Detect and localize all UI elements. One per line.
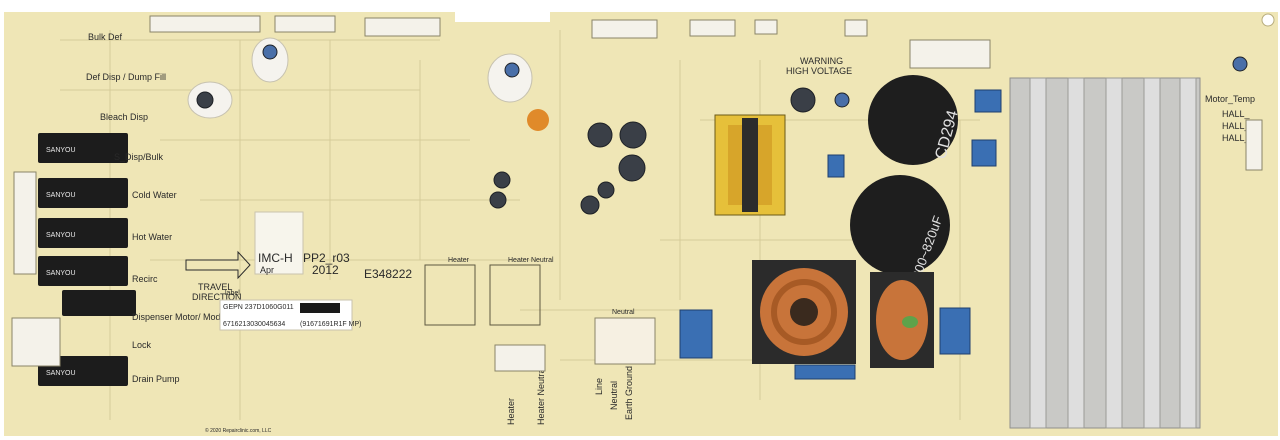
barcode-label: label GEPN 237D1060G011 6716213030045634…	[219, 290, 361, 331]
svg-text:Neutral: Neutral	[609, 381, 619, 410]
svg-text:S_Disp/Bulk: S_Disp/Bulk	[114, 152, 164, 162]
orange-capacitor	[527, 109, 549, 131]
svg-text:Apr: Apr	[260, 265, 274, 275]
board-notch	[455, 0, 550, 22]
year-text: 2012	[312, 263, 339, 277]
svg-text:HIGH VOLTAGE: HIGH VOLTAGE	[786, 66, 852, 76]
version-text: PP2_r03	[303, 251, 350, 265]
film-capacitors	[679, 89, 1002, 380]
svg-text:Neutral: Neutral	[612, 309, 635, 316]
heater-connector	[494, 344, 546, 372]
relay-brand-text: SANYOU SANYOU SANYOU SANYOU SANYOU	[46, 147, 76, 377]
svg-text:Cold Water: Cold Water	[132, 190, 177, 200]
svg-text:TRAVEL: TRAVEL	[198, 282, 232, 292]
warning-label: WARNING HIGH VOLTAGE	[786, 56, 852, 76]
svg-text:DIRECTION: DIRECTION	[192, 292, 242, 302]
svg-text:Line: Line	[594, 378, 604, 395]
right-labels: Motor_Temp HALL_ HALL_ HALL_	[1205, 94, 1255, 143]
ferrite-mounts	[187, 37, 533, 119]
connector-labels: Heater Heater Neutral Neutral	[448, 257, 635, 316]
svg-text:SANYOU: SANYOU	[46, 270, 76, 277]
svg-text:HALL_: HALL_	[1222, 121, 1251, 131]
travel-direction: TRAVEL DIRECTION	[185, 250, 251, 302]
line-connector	[594, 317, 656, 365]
svg-text:Heater: Heater	[448, 257, 470, 264]
relay-column	[38, 133, 136, 386]
svg-text:HALL_: HALL_	[1222, 133, 1251, 143]
svg-text:Heater Neutral: Heater Neutral	[508, 257, 554, 264]
svg-text:Drain Pump: Drain Pump	[132, 374, 180, 384]
svg-text:IMC-H: IMC-H	[258, 251, 293, 265]
toroid-inductors	[752, 260, 934, 368]
svg-text:Bulk Def: Bulk Def	[88, 32, 123, 42]
svg-text:Bleach Disp: Bleach Disp	[100, 112, 148, 122]
svg-text:Heater: Heater	[506, 398, 516, 425]
svg-text:(91671691R1F MP): (91671691R1F MP)	[300, 321, 361, 328]
svg-text:Lock: Lock	[132, 340, 152, 350]
heatsink	[1009, 77, 1201, 429]
power-connector	[909, 39, 991, 69]
svg-text:SANYOU: SANYOU	[46, 192, 76, 199]
svg-text:6716213030045634: 6716213030045634	[223, 321, 285, 328]
svg-text:GEPN 237D1060G011: GEPN 237D1060G011	[223, 304, 294, 311]
left-connectors	[11, 171, 61, 367]
svg-text:Def Disp / Dump Fill: Def Disp / Dump Fill	[86, 72, 166, 82]
heater-blocks	[424, 264, 541, 326]
transformer	[714, 114, 786, 216]
svg-text:Recirc: Recirc	[132, 274, 158, 284]
id-sticker: IMC-H Apr	[254, 211, 304, 275]
svg-text:SANYOU: SANYOU	[46, 232, 76, 239]
top-connectors	[149, 15, 868, 39]
svg-text:Motor_Temp: Motor_Temp	[1205, 94, 1255, 104]
approval-code: E348222	[364, 267, 412, 281]
small-capacitors	[196, 44, 1248, 215]
svg-text:SANYOU: SANYOU	[46, 147, 76, 154]
svg-text:Dispenser Motor/ Mode Shifter: Dispenser Motor/ Mode Shifter	[132, 312, 254, 322]
svg-text:HALL_: HALL_	[1222, 109, 1251, 119]
svg-text:Earth Ground: Earth Ground	[624, 366, 634, 420]
svg-text:label: label	[225, 290, 240, 297]
svg-text:WARNING: WARNING	[800, 56, 843, 66]
svg-text:Hot Water: Hot Water	[132, 232, 172, 242]
bottom-labels: Heater Heater Neutral Line Neutral Earth…	[506, 366, 634, 425]
copyright-text: © 2020 Repairclinic.com, LLC	[205, 427, 272, 434]
mount-hole	[1261, 13, 1275, 27]
svg-text:Heater Neutral: Heater Neutral	[536, 366, 546, 425]
svg-text:SANYOU: SANYOU	[46, 370, 76, 377]
relay-labels: Bulk Def Def Disp / Dump Fill Bleach Dis…	[86, 32, 254, 384]
bulk-capacitors: CD294 200~820uF	[850, 75, 962, 281]
right-connector	[1245, 119, 1263, 171]
